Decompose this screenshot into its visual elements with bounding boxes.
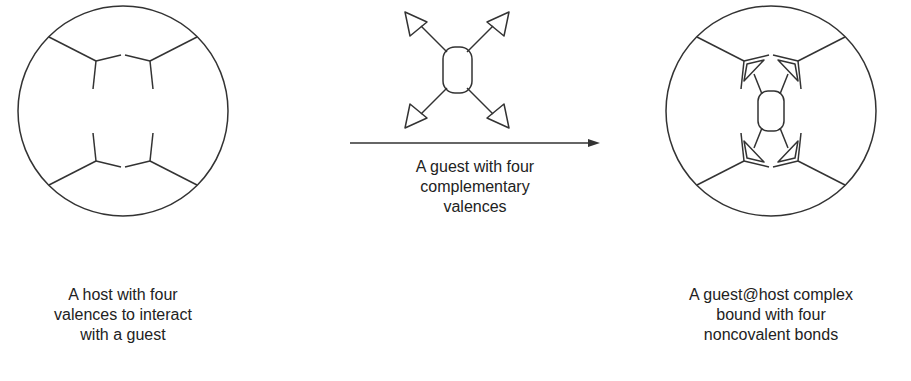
host-circle: A host with four valences to interact wi… [17,5,229,347]
caption-block: A host with four valences to interact wi… [41,285,206,345]
reaction-arrow [350,139,600,147]
caption-block: A guest@host complex bound with four non… [681,285,861,345]
caption-text: A guest@host complex bound with four non… [681,285,861,345]
arrow-label: A guest with four complementary valences [405,157,545,217]
circle-outline [665,5,877,217]
arrow-label-block: A guest with four complementary valences [405,157,545,217]
complex-circle: A guest@host complex bound with four non… [665,5,877,347]
caption-text: A host with four valences to interact wi… [41,285,206,345]
circle-outline [17,5,229,217]
